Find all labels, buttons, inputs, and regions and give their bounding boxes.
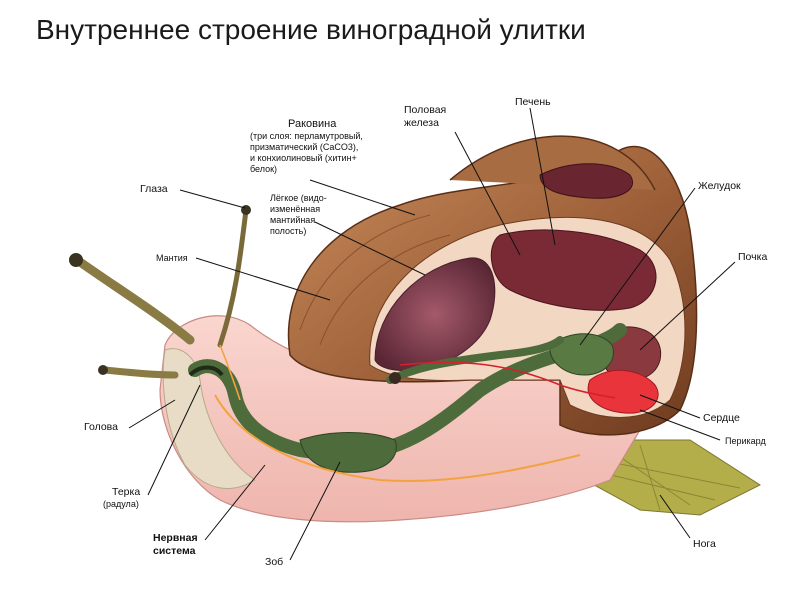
pneumostome bbox=[389, 372, 401, 384]
label-crop: Зоб bbox=[265, 556, 284, 568]
label-lung-2: изменённая bbox=[270, 204, 321, 214]
lower-tentacle bbox=[101, 366, 179, 379]
snail-body bbox=[159, 315, 641, 523]
label-shell-note-1: (три слоя: перламутровый, bbox=[250, 131, 363, 141]
page-title: Внутреннее строение виноградной улитки bbox=[36, 14, 586, 45]
label-stomach: Желудок bbox=[698, 180, 741, 192]
upper-whorl-organ bbox=[539, 163, 633, 199]
label-radula-2: (радула) bbox=[103, 499, 139, 509]
long-tentacle bbox=[75, 257, 195, 345]
label-liver: Печень bbox=[515, 96, 551, 108]
label-head: Голова bbox=[84, 421, 118, 433]
nerve-cord bbox=[214, 394, 581, 482]
label-shell-note-4: белок) bbox=[250, 164, 278, 174]
label-nerve-2: система bbox=[153, 545, 196, 557]
label-shell-note-2: призматический (CaCO3), bbox=[250, 142, 359, 152]
label-eyes: Глаза bbox=[140, 183, 168, 195]
upper-tentacle bbox=[217, 207, 249, 348]
label-foot: Нога bbox=[693, 538, 716, 550]
crop bbox=[299, 432, 397, 473]
label-heart: Сердце bbox=[703, 412, 740, 424]
label-radula-1: Терка bbox=[112, 486, 141, 498]
liver bbox=[490, 229, 657, 311]
stomach bbox=[549, 333, 614, 376]
label-shell-note-3: и конхиолиновый (хитин+ bbox=[250, 153, 357, 163]
label-gonad-1: Половая bbox=[404, 104, 447, 116]
intestine bbox=[386, 336, 564, 384]
label-shell: Раковина bbox=[288, 118, 337, 130]
label-lung-3: мантийная bbox=[270, 215, 316, 225]
label-mantle: Мантия bbox=[156, 253, 188, 263]
leader-lines bbox=[128, 107, 736, 561]
radula bbox=[188, 365, 224, 377]
label-pericardium: Перикард bbox=[725, 436, 766, 446]
label-lung-1: Лёгкое (видо- bbox=[270, 193, 327, 203]
blood-vessel bbox=[399, 361, 616, 399]
label-gonad-2: железа bbox=[404, 117, 439, 129]
label-kidney: Почка bbox=[738, 251, 768, 263]
label-nerve-1: Нервная bbox=[153, 532, 198, 544]
heart bbox=[587, 369, 659, 414]
label-lung-4: полость) bbox=[270, 226, 307, 236]
